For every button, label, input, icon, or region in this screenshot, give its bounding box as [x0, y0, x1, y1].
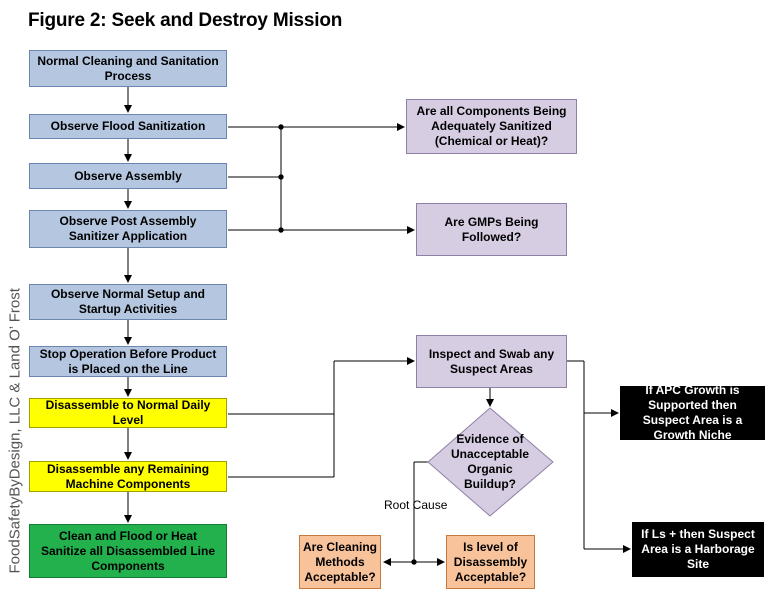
- observe-post-assembly-box: Observe Post Assembly Sanitizer Applicat…: [29, 210, 227, 248]
- root-cause-label: Root Cause: [384, 498, 448, 512]
- inspect-and-swab-box: Inspect and Swab any Suspect Areas: [416, 335, 567, 388]
- evidence-decision: Evidence of Unacceptable Organic Buildup…: [450, 432, 530, 491]
- cleaning-methods-question: Are Cleaning Methods Acceptable?: [299, 535, 381, 589]
- components-sanitized-question: Are all Components Being Adequately Sani…: [406, 99, 577, 154]
- stop-operation-box: Stop Operation Before Product is Placed …: [29, 346, 227, 377]
- gmps-followed-question: Are GMPs Being Followed?: [416, 203, 567, 256]
- normal-cleaning-box: Normal Cleaning and Sanitation Process: [29, 50, 227, 87]
- observe-assembly-box: Observe Assembly: [29, 163, 227, 189]
- growth-niche-outcome: If APC Growth is Supported then Suspect …: [620, 383, 765, 442]
- disassemble-remaining-box: Disassemble any Remaining Machine Compon…: [29, 461, 227, 492]
- observe-setup-box: Observe Normal Setup and Startup Activit…: [29, 284, 227, 320]
- disassemble-daily-box: Disassemble to Normal Daily Level: [29, 398, 227, 428]
- observe-flood-sanitization-box: Observe Flood Sanitization: [29, 114, 227, 139]
- disassembly-level-question: Is level of Disassembly Acceptable?: [446, 535, 535, 589]
- figure-title: Figure 2: Seek and Destroy Mission: [28, 10, 343, 31]
- harborage-site-outcome: If Ls + then Suspect Area is a Harborage…: [632, 522, 764, 577]
- clean-and-sanitize-box: Clean and Flood or Heat Sanitize all Dis…: [29, 524, 227, 578]
